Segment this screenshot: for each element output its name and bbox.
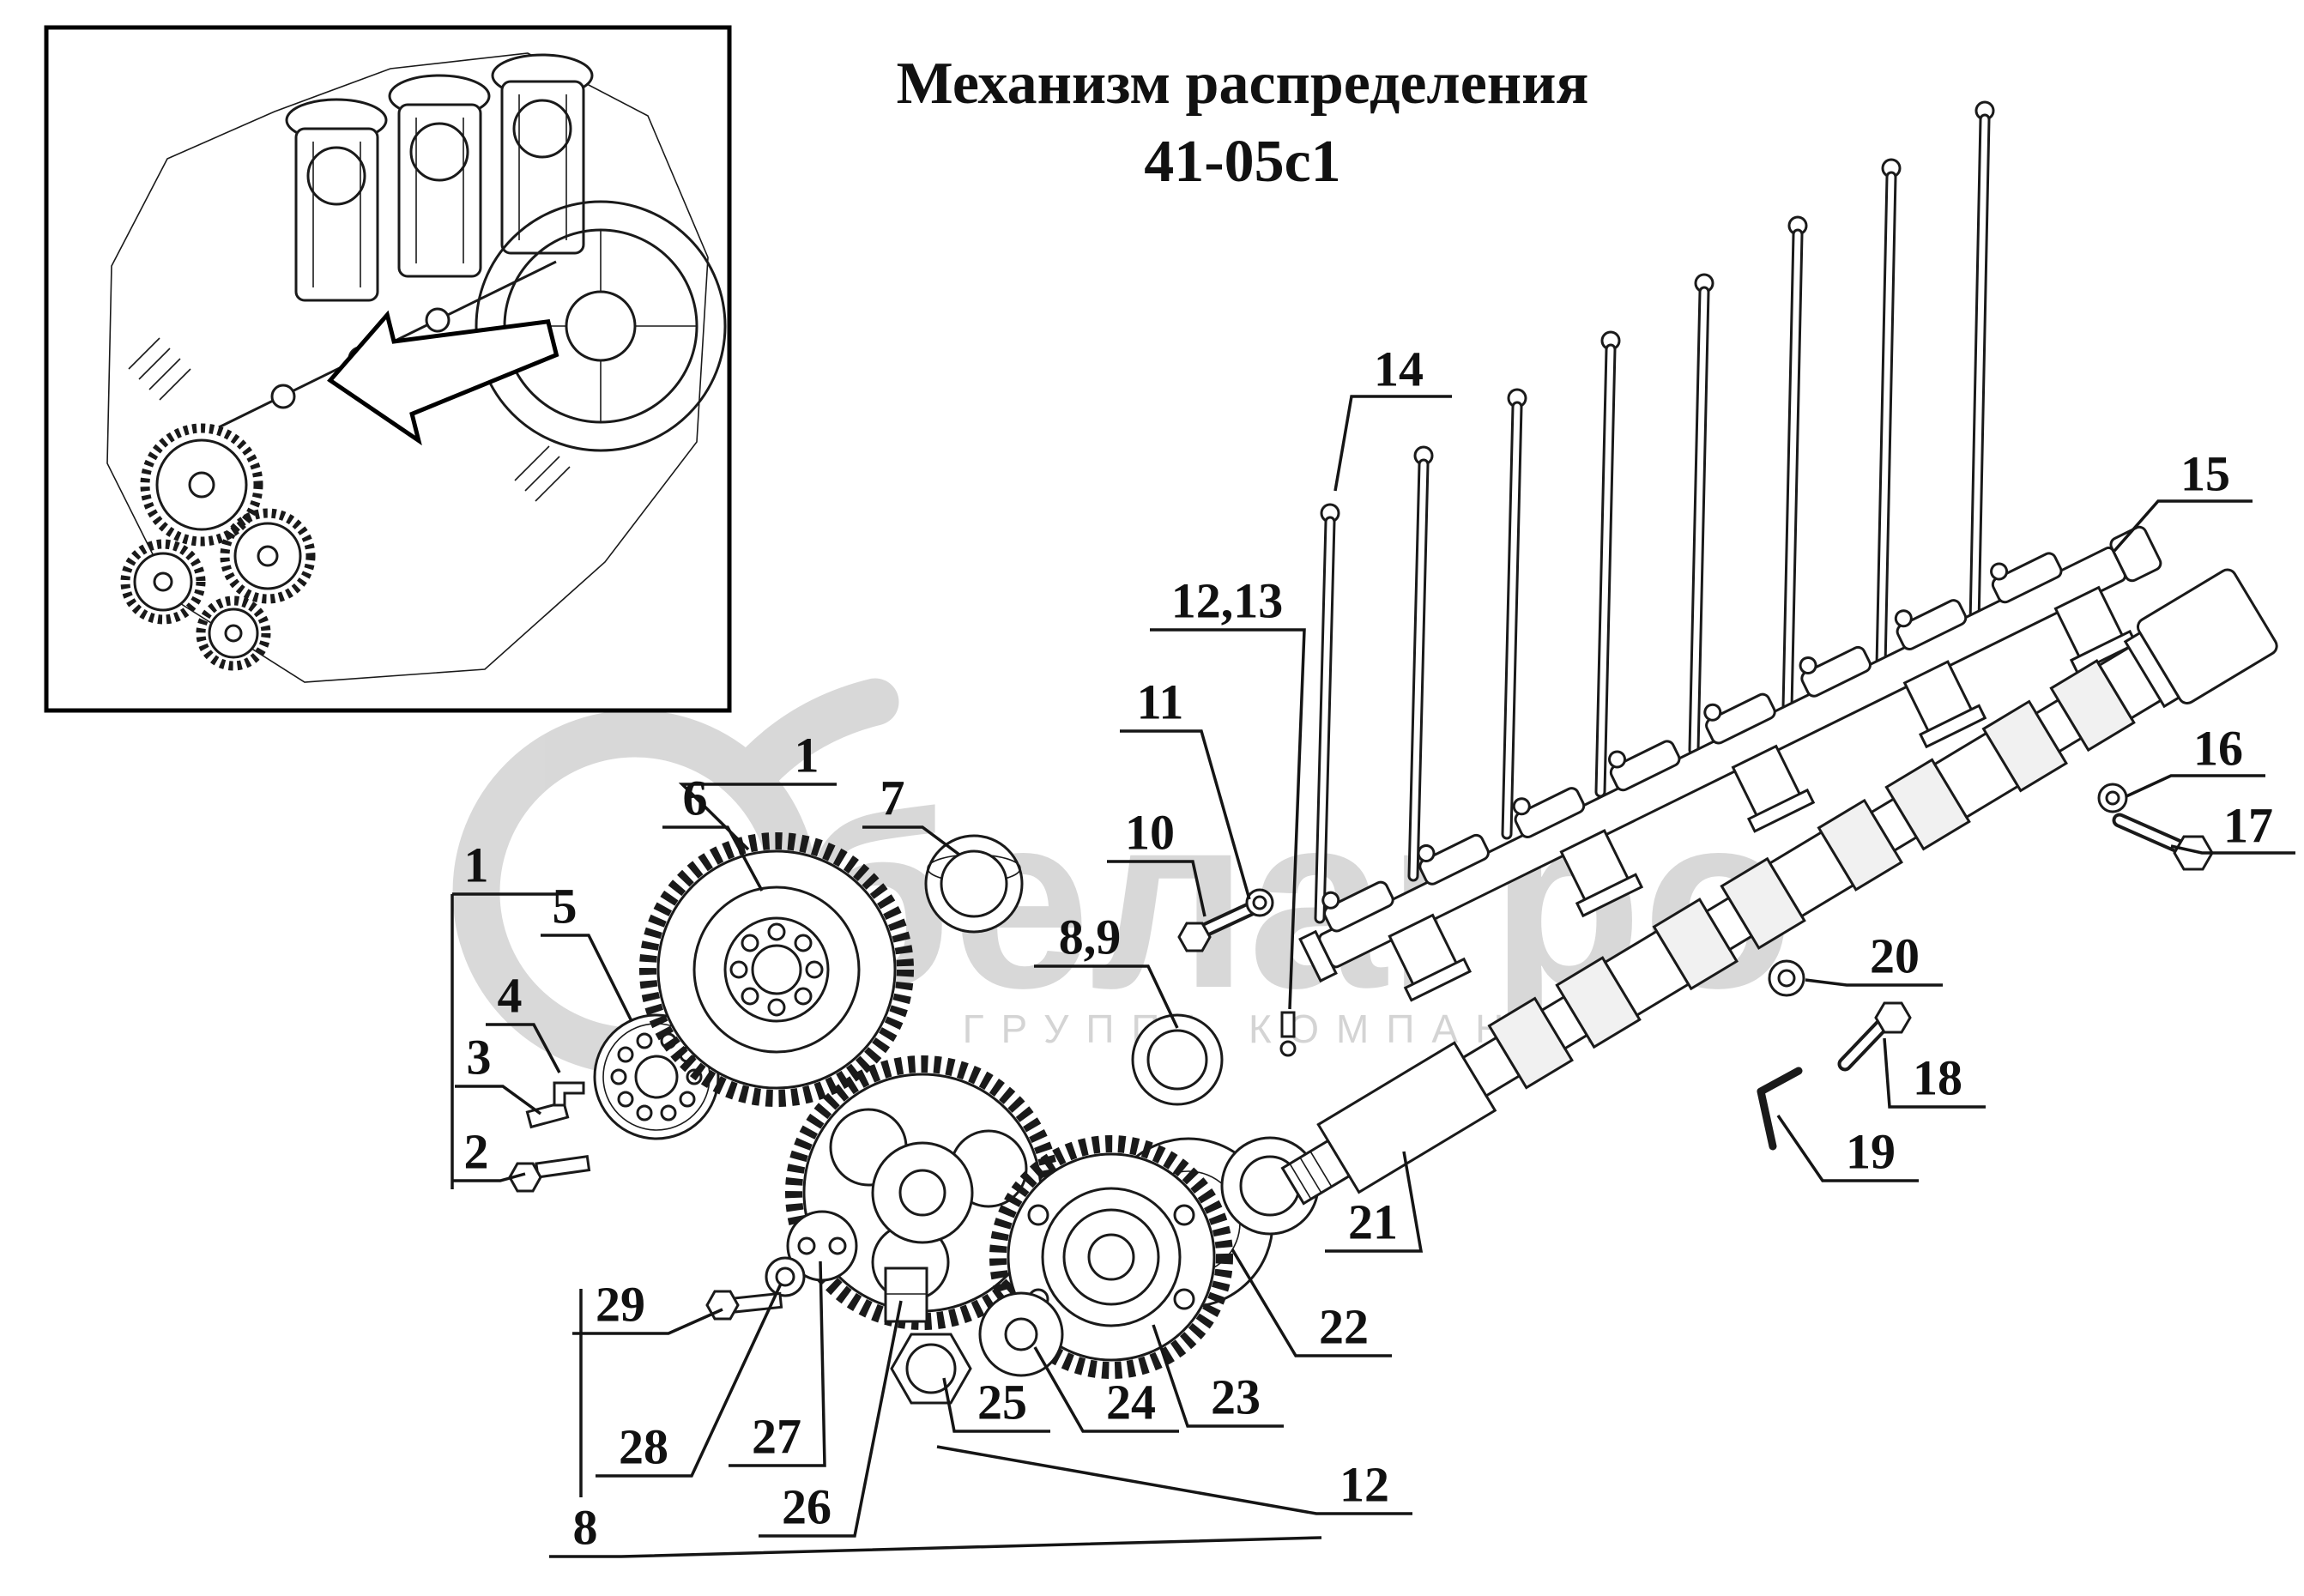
title-line2: 41-05с1 [1144,129,1341,195]
pin-12-13 [1279,1011,1297,1057]
inset-gear-cluster [120,423,316,671]
title-line1: Механизм распределения [896,51,1589,117]
inset-engine-view [44,25,732,713]
inset-hatching [128,337,571,502]
diagram-title: Механизм распределения 41-05с1 [865,45,1620,201]
bolt-18 [1837,1001,1912,1072]
bracket-26 [884,1267,928,1323]
inset-cylinders [294,80,585,302]
washer-plate-24 [978,1291,1064,1377]
bolt-2 [508,1155,591,1193]
leader-lines [451,395,2295,1558]
pointer-arrow [327,310,559,446]
washer-28 [765,1256,806,1297]
rocker-shaft-assembly [1298,525,2162,1002]
bushing-7 [924,834,1024,934]
key-19 [1757,1067,1803,1151]
fuel-pump-gear-23 [989,1135,1233,1379]
washer-11 [1245,888,1274,917]
bolt-17 [2112,813,2214,871]
plug-25 [890,1333,972,1405]
bolt-10 [1177,900,1261,952]
pushrods [1314,100,1995,924]
main-drawing [508,100,2278,1405]
clamp-3 [525,1100,570,1129]
washer-16 [2097,783,2128,813]
washer-20 [1768,959,1805,997]
camshaft [1280,568,2278,1206]
clamp-4 [553,1081,585,1107]
watermark-logo-tail [723,678,899,804]
bushing-8-9 [1131,1013,1224,1106]
camshaft-drive-gear-6 [639,832,914,1107]
